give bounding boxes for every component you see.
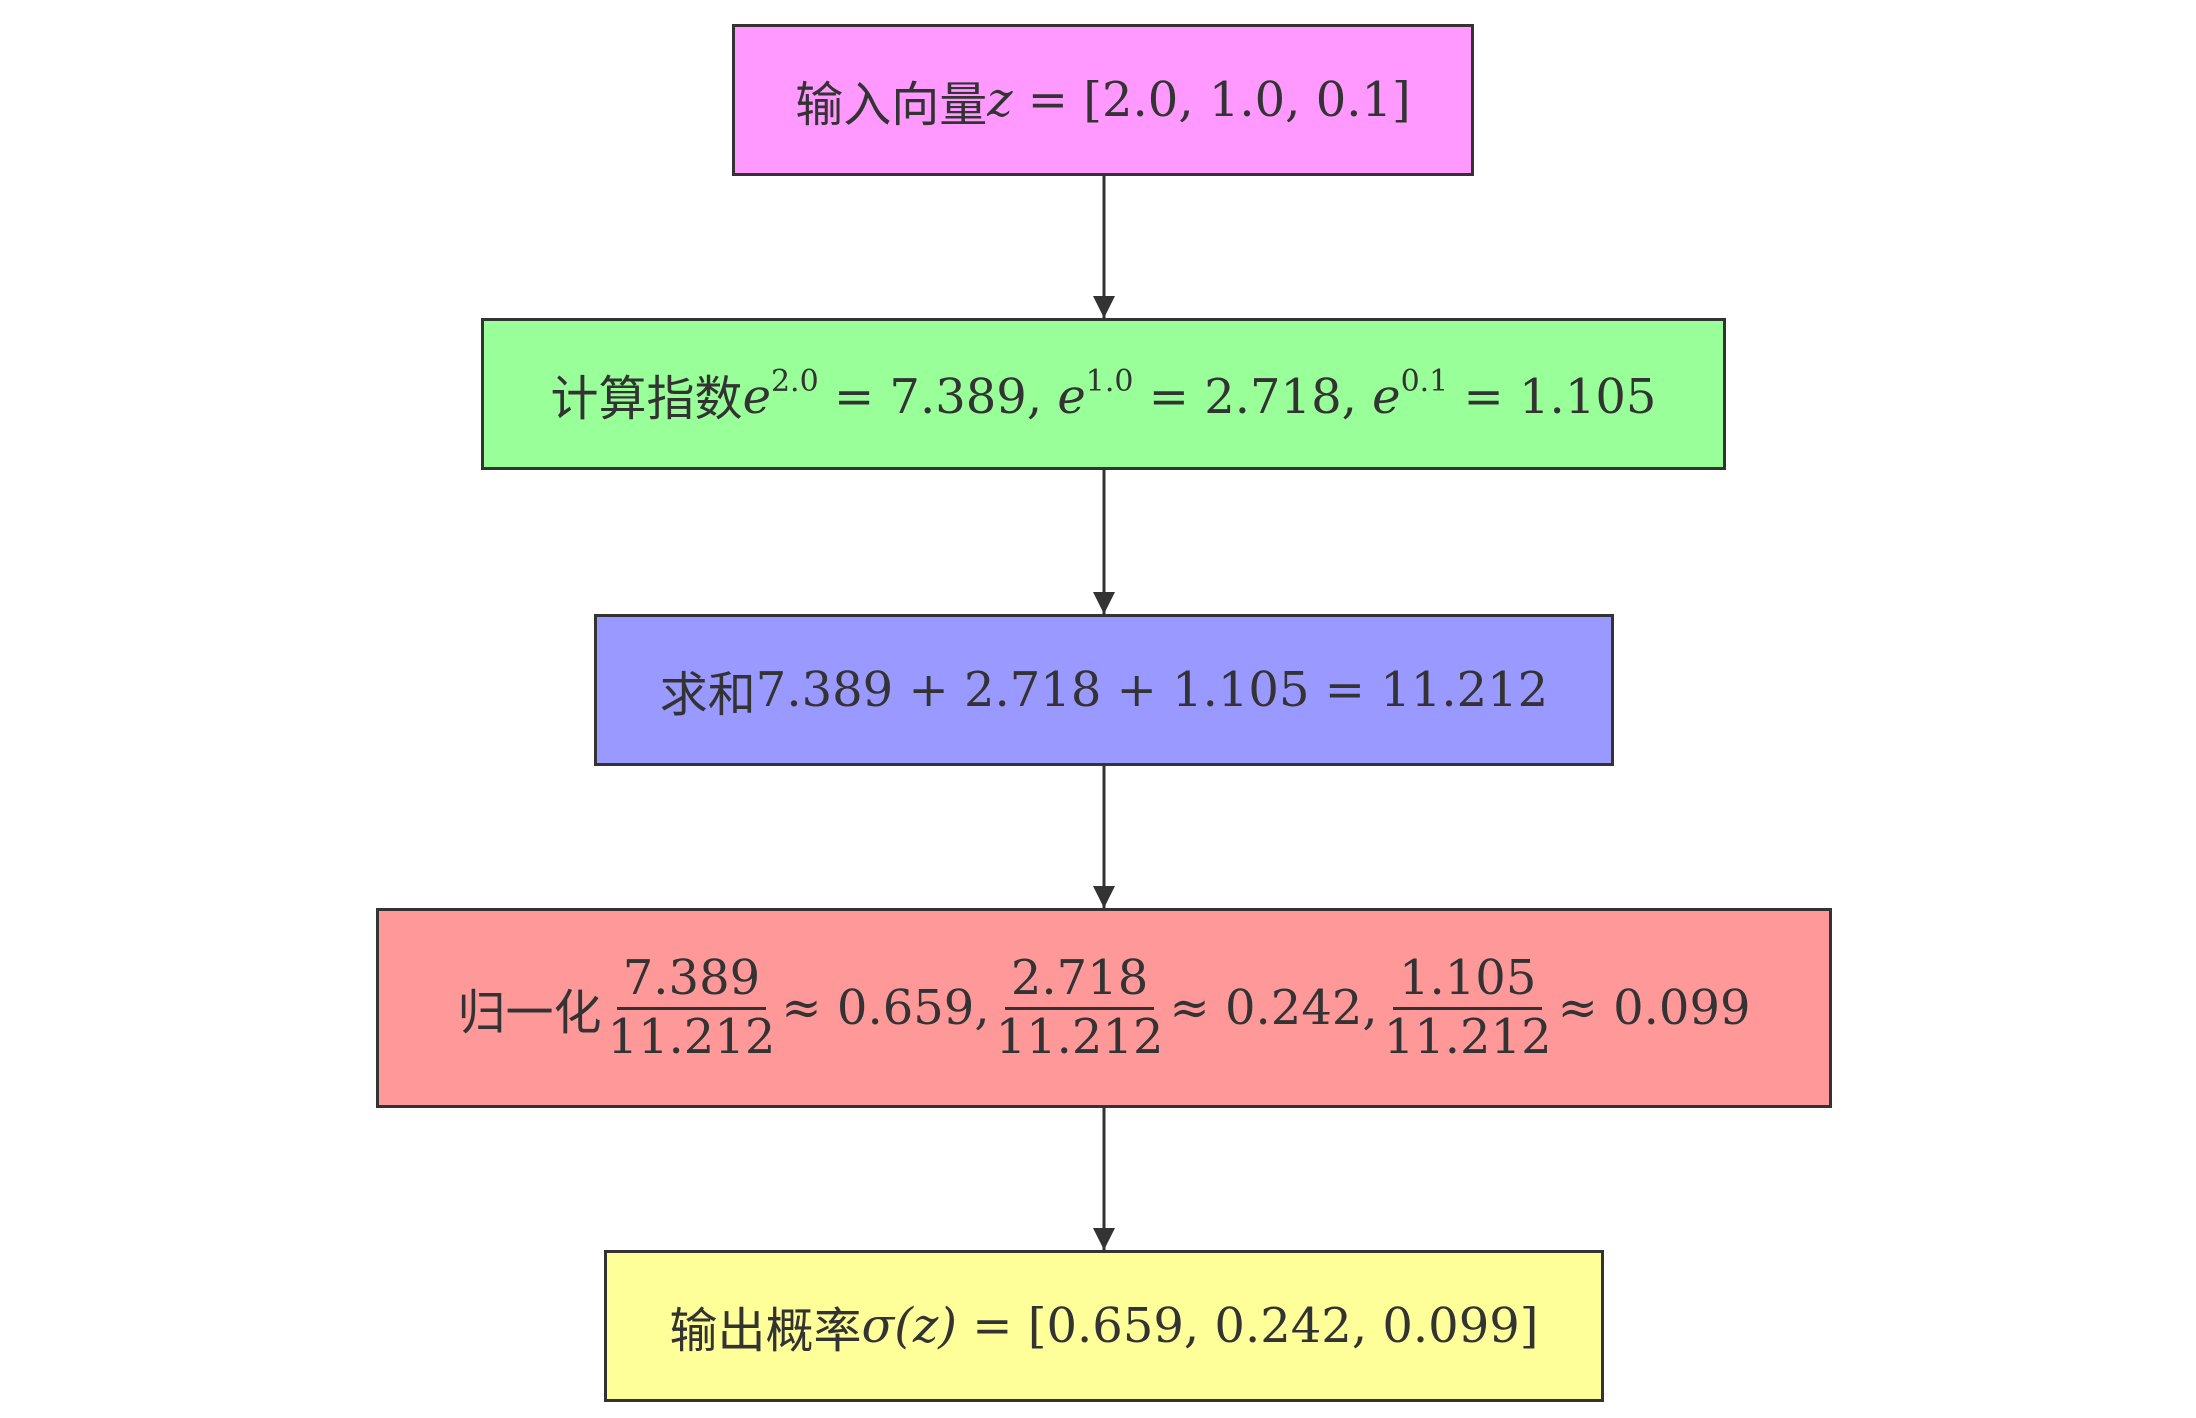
- math-var: z: [987, 72, 1013, 128]
- edge-normalize-output: [1093, 1108, 1115, 1250]
- node-label: 求和: [659, 667, 756, 723]
- edge-sum-normalize: [1093, 766, 1115, 908]
- exp-term: e1.0 = 2.718,: [1057, 363, 1373, 425]
- arrowhead-icon: [1093, 886, 1115, 908]
- math-func: σ: [861, 1298, 895, 1354]
- node-exp: 计算指数 e2.0 = 7.389, e1.0 = 2.718, e0.1 = …: [481, 318, 1726, 470]
- math-expr: 7.389 + 2.718 + 1.105 = 11.212: [755, 662, 1549, 718]
- node-label: 输入向量: [795, 77, 988, 133]
- arrowhead-icon: [1093, 296, 1115, 318]
- approx-value: ≈ 0.659,: [781, 980, 990, 1036]
- node-label: 归一化: [457, 985, 602, 1041]
- math-expr: = [2.0, 1.0, 0.1]: [1012, 72, 1411, 128]
- node-label: 计算指数: [550, 371, 743, 427]
- arrowhead-icon: [1093, 592, 1115, 614]
- math-var: (z): [894, 1298, 958, 1354]
- edge-input-exp: [1093, 176, 1115, 318]
- approx-value: ≈ 0.242,: [1169, 980, 1378, 1036]
- math-expr: = [0.659, 0.242, 0.099]: [957, 1298, 1539, 1354]
- node-label: 输出概率: [669, 1303, 862, 1359]
- edge-exp-sum: [1093, 470, 1115, 614]
- exp-term: e2.0 = 7.389,: [742, 363, 1058, 425]
- approx-value: ≈ 0.099: [1557, 980, 1751, 1036]
- exp-term: e0.1 = 1.105: [1372, 363, 1657, 425]
- arrowhead-icon: [1093, 1228, 1115, 1250]
